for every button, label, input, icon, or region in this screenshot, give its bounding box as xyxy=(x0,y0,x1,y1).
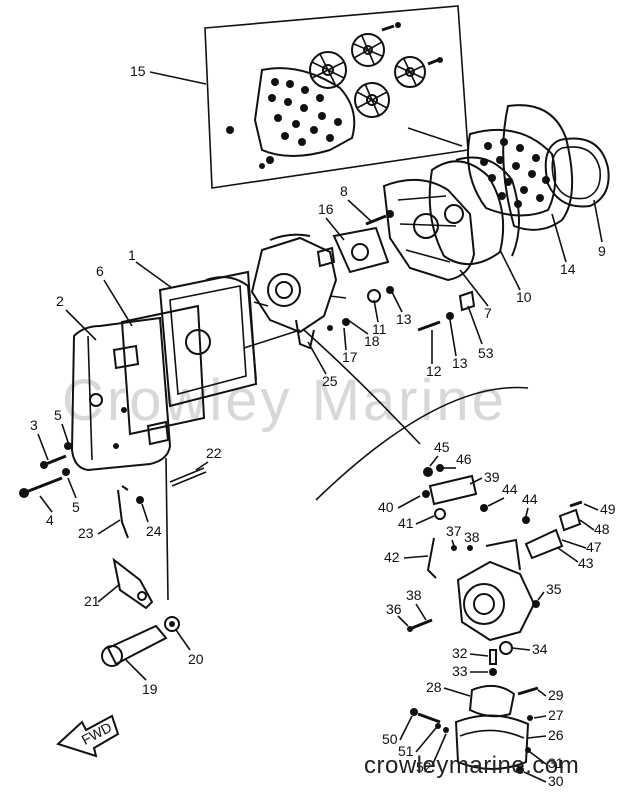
callout-52: 52 xyxy=(416,759,432,775)
callout-23: 23 xyxy=(78,525,94,541)
callout-45: 45 xyxy=(434,439,450,455)
callout-37: 37 xyxy=(446,523,462,539)
callout-22: 22 xyxy=(206,445,222,461)
callout-43: 43 xyxy=(578,555,594,571)
callout-27: 27 xyxy=(548,707,564,723)
callout-21: 21 xyxy=(84,593,100,609)
callout-14: 14 xyxy=(560,261,576,277)
callout-51: 51 xyxy=(398,743,414,759)
inset-box-silencer-plate xyxy=(204,5,469,189)
callout-13a: 13 xyxy=(396,311,412,327)
linkage-parts xyxy=(101,457,180,667)
callout-33: 33 xyxy=(452,663,468,679)
callout-9: 9 xyxy=(598,243,606,259)
callout-44b: 44 xyxy=(522,491,538,507)
carb-detail-leader xyxy=(303,329,421,445)
callout-25: 25 xyxy=(322,373,338,389)
callout-39: 39 xyxy=(484,469,500,485)
callout-10: 10 xyxy=(516,289,532,305)
callout-47: 47 xyxy=(586,539,602,555)
callout-31: 31 xyxy=(548,755,564,771)
callout-18: 18 xyxy=(364,333,380,349)
callout-35: 35 xyxy=(546,581,562,597)
callout-44a: 44 xyxy=(502,481,518,497)
callout-48: 48 xyxy=(594,521,610,537)
callout-12: 12 xyxy=(426,363,442,379)
spring-22 xyxy=(169,467,205,483)
website-text: crowleymarine.com xyxy=(364,752,580,779)
callout-16: 16 xyxy=(318,201,334,217)
fwd-arrow-icon: FWD xyxy=(56,714,120,758)
intake-silencer-box xyxy=(70,270,258,472)
callout-49: 49 xyxy=(600,501,616,517)
callout-5a: 5 xyxy=(54,407,62,423)
callout-labels: 1 2 3 4 5 5 6 7 8 9 10 11 12 13 13 14 xyxy=(30,63,616,789)
callout-32: 32 xyxy=(452,645,468,661)
plate-assembly xyxy=(332,104,610,282)
callout-2: 2 xyxy=(56,293,64,309)
callout-7: 7 xyxy=(484,305,492,321)
inset-leader-line xyxy=(407,127,463,147)
callout-20: 20 xyxy=(188,651,204,667)
callout-1: 1 xyxy=(128,247,136,263)
callout-24: 24 xyxy=(146,523,162,539)
callout-38b: 38 xyxy=(464,529,480,545)
callout-19: 19 xyxy=(142,681,158,697)
carburetor-detail xyxy=(407,464,583,774)
callout-17: 17 xyxy=(342,349,358,365)
callout-4: 4 xyxy=(46,512,54,528)
callout-29: 29 xyxy=(548,687,564,703)
watermark-text: Crowley Marine xyxy=(62,368,507,433)
detail-divider-curve xyxy=(315,386,529,501)
callout-30: 30 xyxy=(548,773,564,789)
callout-3: 3 xyxy=(30,417,38,433)
callout-50: 50 xyxy=(382,731,398,747)
callout-8: 8 xyxy=(340,183,348,199)
callout-42: 42 xyxy=(384,549,400,565)
callout-13b: 13 xyxy=(452,355,468,371)
callout-6: 6 xyxy=(96,263,104,279)
callout-11: 11 xyxy=(372,321,387,337)
callout-36: 36 xyxy=(386,601,402,617)
mounting-bolts xyxy=(19,442,72,498)
callout-34: 34 xyxy=(532,641,548,657)
carburetor-assembly xyxy=(250,233,350,350)
callout-46: 46 xyxy=(456,451,472,467)
callout-38a: 38 xyxy=(406,587,422,603)
callout-53: 53 xyxy=(478,345,494,361)
callout-28: 28 xyxy=(426,679,442,695)
callout-41: 41 xyxy=(398,515,414,531)
callout-15: 15 xyxy=(130,63,146,79)
callout-5b: 5 xyxy=(72,499,80,515)
callout-26: 26 xyxy=(548,727,564,743)
callout-40: 40 xyxy=(378,499,394,515)
